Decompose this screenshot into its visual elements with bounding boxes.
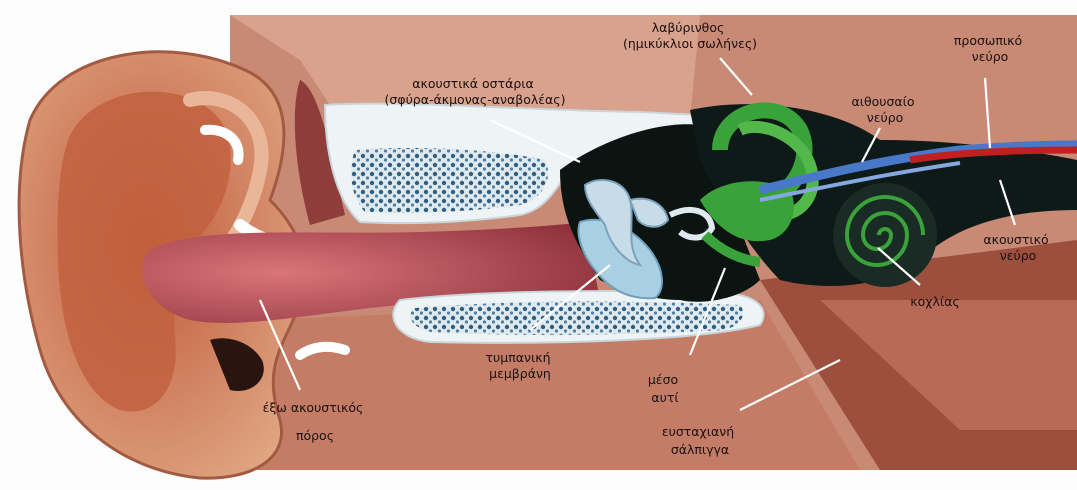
label-eardrum: τυμπανική μεμβράνη (486, 350, 555, 381)
label-cochlea: κοχλίας (910, 294, 959, 309)
cochlea (833, 183, 937, 287)
